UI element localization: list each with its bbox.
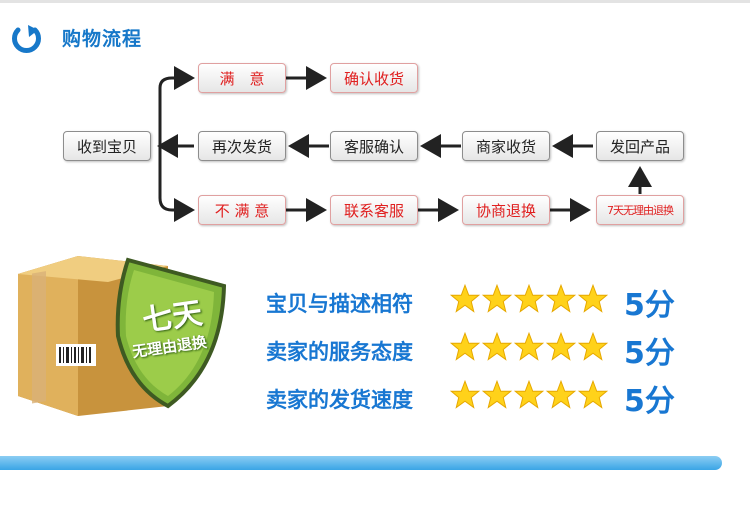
rating-score: 5分 [624, 384, 675, 419]
star-icon [514, 284, 544, 313]
rating-score: 5分 [624, 288, 675, 323]
flow-step-negotiate-return: 协商退换 [462, 195, 550, 225]
top-divider [0, 0, 750, 3]
flow-step-contact-service: 联系客服 [330, 195, 418, 225]
star-icon [514, 380, 544, 409]
flow-step-return-product: 发回产品 [596, 131, 684, 161]
flow-step-unsatisfied: 不 满 意 [198, 195, 286, 225]
star-icon [546, 332, 576, 361]
flow-step-merchant-receive: 商家收货 [462, 131, 550, 161]
star-icon [482, 332, 512, 361]
star-icon [514, 332, 544, 361]
rating-label: 宝贝与描述相符 [266, 292, 413, 316]
star-rating [450, 380, 610, 410]
page-title: 购物流程 [62, 28, 143, 50]
star-icon [578, 284, 608, 313]
star-rating [450, 332, 610, 362]
flow-step-service-confirm: 客服确认 [330, 131, 418, 161]
rating-label: 卖家的发货速度 [266, 388, 413, 412]
star-icon [450, 284, 480, 313]
rating-row-service: 卖家的服务态度 5分 [266, 330, 726, 371]
rating-row-shipping: 卖家的发货速度 5分 [266, 378, 726, 419]
rating-label: 卖家的服务态度 [266, 340, 413, 364]
star-icon [482, 284, 512, 313]
rating-score: 5分 [624, 336, 675, 371]
star-icon [546, 380, 576, 409]
refresh-icon [12, 25, 41, 53]
flow-arrows [157, 66, 652, 222]
star-rating [450, 284, 610, 314]
star-icon [578, 332, 608, 361]
rating-row-description: 宝贝与描述相符 5分 [266, 282, 726, 323]
flow-step-confirm-receipt: 确认收货 [330, 63, 418, 93]
star-icon [450, 332, 480, 361]
flow-step-seven-day-return: 7天无理由退换 [596, 195, 684, 225]
star-icon [450, 380, 480, 409]
flow-step-satisfied: 满 意 [198, 63, 286, 93]
star-icon [546, 284, 576, 313]
flow-step-received: 收到宝贝 [63, 131, 151, 161]
bottom-divider-bar [0, 456, 722, 470]
star-icon [578, 380, 608, 409]
package-box-image [18, 256, 227, 416]
flow-step-resend: 再次发货 [198, 131, 286, 161]
star-icon [482, 380, 512, 409]
